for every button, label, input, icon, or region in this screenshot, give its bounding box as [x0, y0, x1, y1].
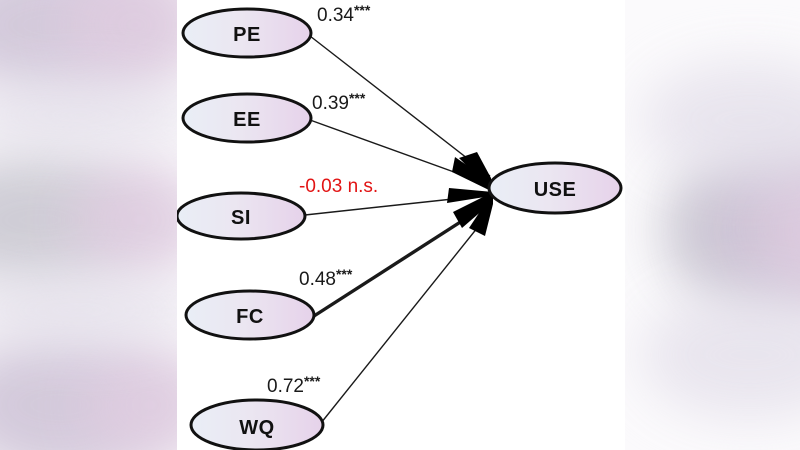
node-label-ee: EE	[233, 109, 261, 131]
node-label-fc: FC	[236, 306, 264, 328]
node-label-wq: WQ	[239, 417, 274, 439]
node-label-use: USE	[534, 179, 577, 201]
node-label-si: SI	[231, 207, 251, 229]
node-fc[interactable]: FC	[184, 289, 316, 341]
path-line-wq	[320, 211, 491, 424]
node-wq[interactable]: WQ	[189, 398, 325, 450]
node-ee[interactable]: EE	[181, 92, 313, 144]
coefficient-label-pe: 0.34***	[317, 2, 371, 26]
node-pe[interactable]: PE	[181, 7, 313, 59]
arrowhead-si	[447, 188, 493, 203]
node-si[interactable]: SI	[177, 191, 307, 241]
arrowhead-ee	[452, 157, 493, 192]
diagram-canvas: PE EE SI FC WQ USE	[177, 0, 625, 450]
node-label-pe: PE	[233, 24, 261, 46]
arrowheads	[447, 152, 493, 236]
arrowhead-fc	[453, 192, 493, 228]
arrowhead-wq	[469, 192, 493, 236]
coefficient-label-ee: 0.39***	[312, 90, 366, 114]
coefficient-label-si: -0.03 n.s.	[299, 176, 378, 197]
node-use[interactable]: USE	[487, 161, 623, 215]
path-line-pe	[309, 35, 491, 177]
coefficient-label-fc: 0.48***	[299, 266, 353, 290]
coefficient-label-wq: 0.72***	[267, 373, 321, 397]
